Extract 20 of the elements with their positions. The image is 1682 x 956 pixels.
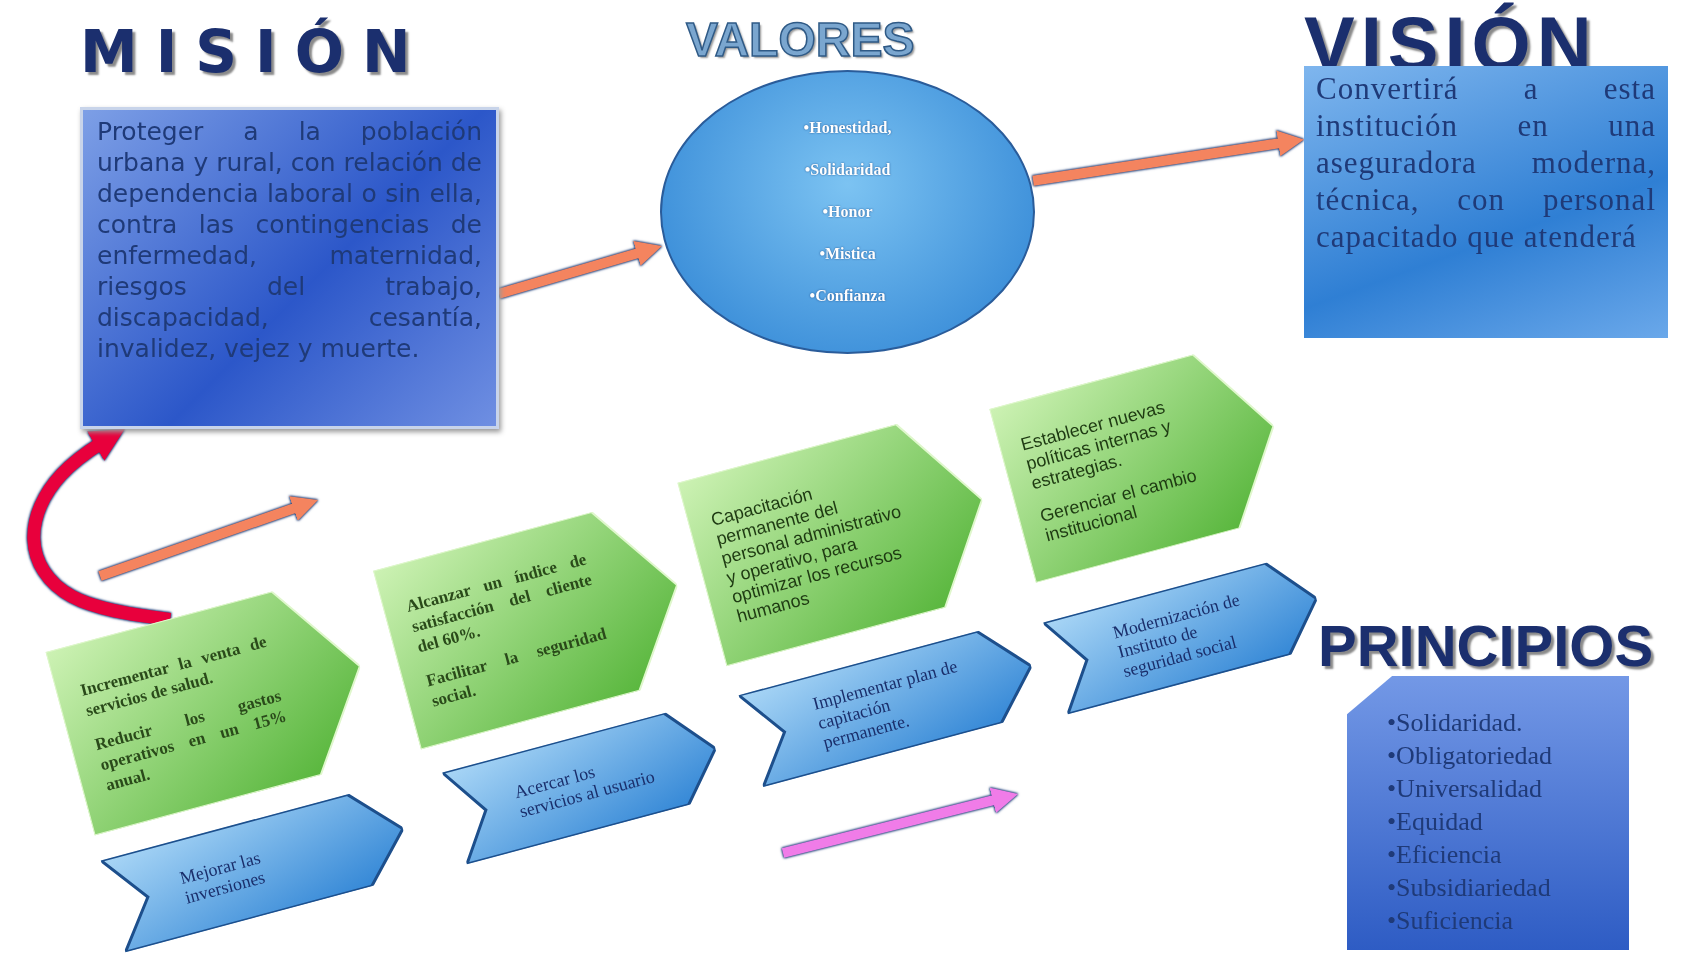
principle-item: •Subsidiariedad (1387, 872, 1552, 904)
principle-item: •Universalidad (1387, 773, 1543, 805)
strategy-text: Mejorar las inversiones (177, 845, 268, 907)
heading: PRINCIPIOS (1318, 612, 1654, 679)
heading: MISIÓN (80, 18, 429, 86)
principle-item: •Equidad (1387, 806, 1484, 838)
principle-item: •Eficiencia (1387, 839, 1503, 871)
value-item: •Honestidad, (803, 118, 892, 138)
value-item: •Confianza (809, 286, 886, 306)
value-item: •Mistica (819, 244, 876, 264)
arrow (497, 240, 664, 299)
principle-item: •Obligatoriedad (1387, 740, 1554, 772)
principle-item: •Suficiencia (1387, 905, 1515, 937)
arrow (1032, 130, 1305, 186)
principle-item: •Solidaridad. (1387, 707, 1524, 739)
value-item: •Honor (822, 202, 873, 222)
value-item: •Solidaridad (804, 160, 891, 180)
mission-text: Proteger a la población urbana y rural, con relación de dependencia laboral o sin ella, contra las contingencias de enfermedad, maternidad, riesgos del trabajo, discapacidad, cesantía, invalidez, vejez y muerte. (97, 116, 482, 364)
strategy-text: Acercar los servicios al usuario (512, 759, 658, 821)
heading: VALORES (686, 12, 915, 67)
